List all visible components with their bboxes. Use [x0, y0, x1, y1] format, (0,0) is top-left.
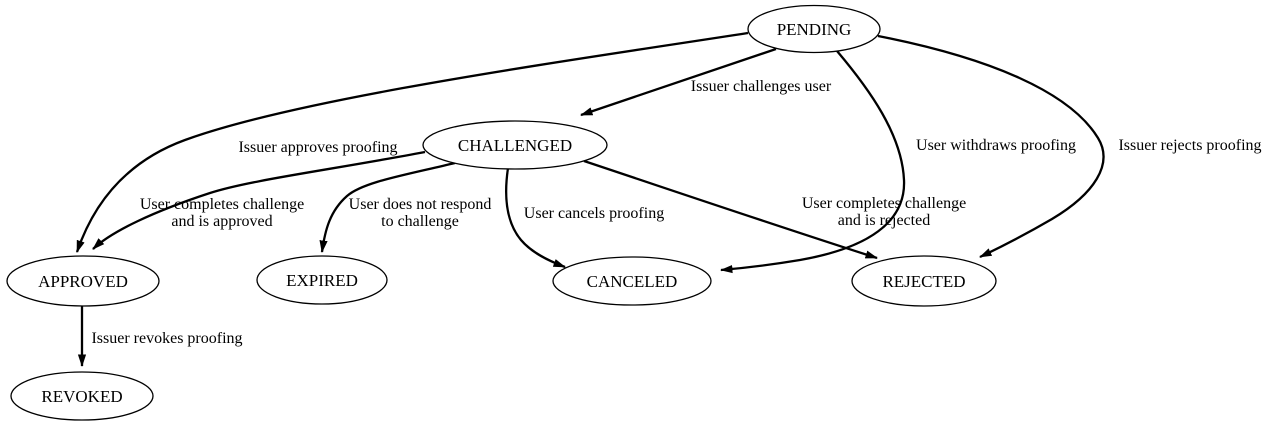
edge-label: User withdraws proofing [916, 137, 1076, 154]
edge-path [583, 159, 878, 260]
state-node-pending: PENDING [747, 4, 881, 54]
edge-path [505, 167, 566, 269]
state-node-approved: APPROVED [6, 255, 160, 307]
edge-path [720, 50, 906, 274]
edge-path [92, 150, 426, 250]
edge-pending-approved: Issuer approves proofing [75, 31, 749, 253]
edge-pending-canceled: User withdraws proofing [720, 50, 1076, 274]
edge-path [75, 31, 749, 253]
edge-challenged-canceled: User cancels proofing [505, 167, 664, 269]
edge-label: Issuer rejects proofing [1118, 137, 1261, 154]
state-node-revoked: REVOKED [10, 371, 154, 421]
state-node-rejected: REJECTED [851, 255, 997, 307]
state-node-expired: EXPIRED [256, 255, 388, 305]
state-label: EXPIRED [286, 271, 358, 290]
state-ellipse [10, 371, 154, 421]
state-ellipse [422, 120, 608, 170]
state-ellipse [256, 255, 388, 305]
edge-pending-challenged: Issuer challenges user [580, 47, 832, 117]
edge-pending-rejected: Issuer rejects proofing [877, 34, 1262, 259]
state-ellipse [6, 255, 160, 307]
state-label: CHALLENGED [458, 136, 572, 155]
state-label: REJECTED [882, 272, 965, 291]
edge-label: Issuer revokes proofing [91, 330, 242, 347]
edge-label: Issuer approves proofing [238, 139, 397, 156]
state-ellipse [851, 255, 997, 307]
state-label: REVOKED [41, 387, 122, 406]
state-label: APPROVED [38, 272, 128, 291]
state-node-canceled: CANCELED [552, 256, 712, 306]
edge-label: Issuer challenges user [691, 78, 832, 95]
state-ellipse [747, 4, 881, 54]
state-node-challenged: CHALLENGED [422, 120, 608, 170]
edge-path [580, 47, 777, 117]
edge-path [877, 34, 1105, 259]
state-label: CANCELED [587, 272, 678, 291]
edge-approved-revoked: Issuer revokes proofing [77, 306, 243, 367]
edge-label: User cancels proofing [524, 205, 664, 222]
state-label: PENDING [777, 20, 852, 39]
edge-path [319, 161, 456, 253]
state-ellipse [552, 256, 712, 306]
